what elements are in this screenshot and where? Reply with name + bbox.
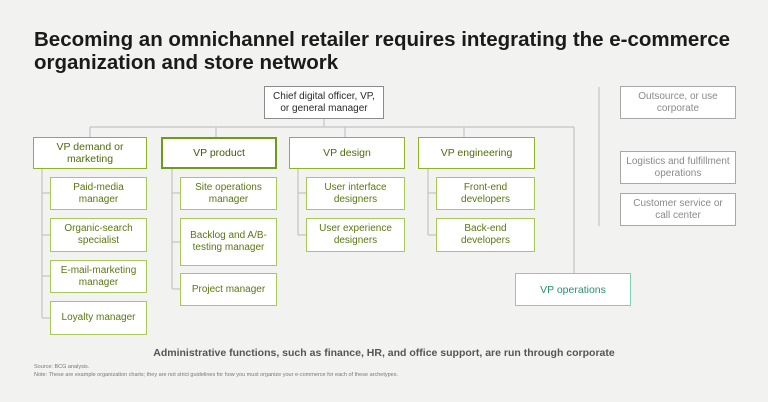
vp-engineering-box: VP engineering	[418, 137, 535, 169]
customer-service-box: Customer service or call center	[620, 193, 736, 226]
vp-design-box: VP design	[289, 137, 405, 169]
admin-functions-note: Administrative functions, such as financ…	[153, 347, 615, 359]
user-interface-designers-box: User interface designers	[306, 177, 405, 210]
project-manager-box: Project manager	[180, 273, 277, 306]
loyalty-manager-box: Loyalty manager	[50, 301, 147, 335]
user-experience-designers-box: User experience designers	[306, 218, 405, 252]
vp-product-box: VP product	[161, 137, 277, 169]
footnote: Note: These are example organization cha…	[34, 372, 398, 378]
vp-demand-marketing-box: VP demand or marketing	[33, 137, 147, 169]
organic-search-specialist-box: Organic-search specialist	[50, 218, 147, 252]
logistics-fulfillment-box: Logistics and fulfillment operations	[620, 151, 736, 184]
backlog-ab-testing-manager-box: Backlog and A/B-testing manager	[180, 218, 277, 266]
back-end-developers-box: Back-end developers	[436, 218, 535, 252]
email-marketing-manager-box: E-mail-marketing manager	[50, 260, 147, 293]
vp-operations-box: VP operations	[515, 273, 631, 306]
page-title: Becoming an omnichannel retailer require…	[34, 28, 731, 74]
chief-digital-officer-box: Chief digital officer, VP, or general ma…	[264, 86, 384, 119]
source-note: Source: BCG analysis.	[34, 364, 90, 370]
outsource-box: Outsource, or use corporate	[620, 86, 736, 119]
front-end-developers-box: Front-end developers	[436, 177, 535, 210]
site-operations-manager-box: Site operations manager	[180, 177, 277, 210]
paid-media-manager-box: Paid-media manager	[50, 177, 147, 210]
